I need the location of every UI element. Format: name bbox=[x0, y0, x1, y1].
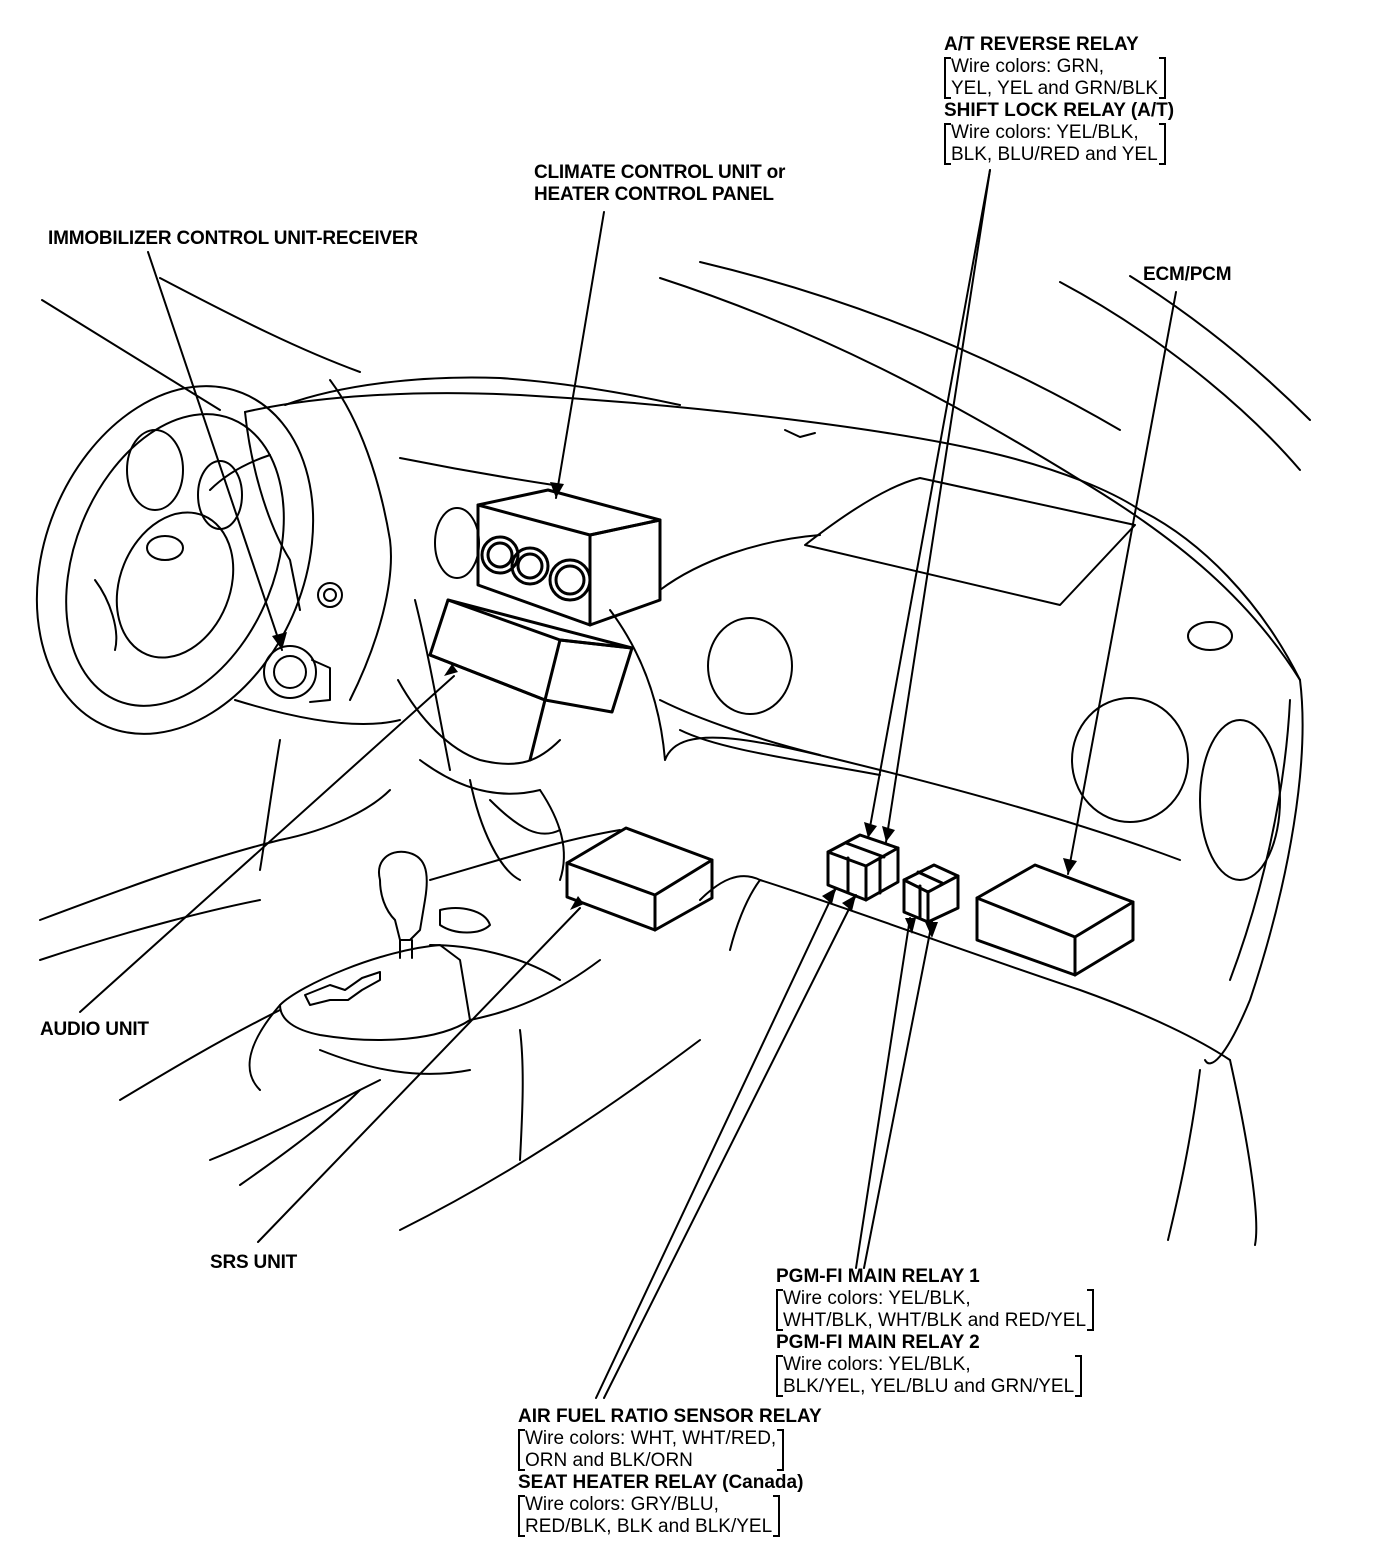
audio-unit-label: AUDIO UNIT bbox=[40, 1019, 149, 1040]
wire-line: Wire colors: YEL/BLK, bbox=[783, 1354, 971, 1375]
climate-label-line1: CLIMATE CONTROL UNIT or bbox=[534, 162, 786, 183]
pgm-fi-relay-callout: PGM-FI MAIN RELAY 1 Wire colors: YEL/BLK… bbox=[776, 1266, 1095, 1398]
air-fuel-relay-callout: AIR FUEL RATIO SENSOR RELAY Wire colors:… bbox=[518, 1406, 822, 1538]
immobilizer-label: IMMOBILIZER CONTROL UNIT-RECEIVER bbox=[48, 228, 418, 249]
wire-line: RED/BLK, BLK and BLK/YEL bbox=[525, 1516, 773, 1537]
leader-lines bbox=[41, 169, 1177, 1399]
dash-left bbox=[39, 379, 451, 961]
ecm-pcm-label: ECM/PCM bbox=[1143, 264, 1232, 285]
dashboard-top bbox=[244, 376, 1304, 1246]
wire-line: Wire colors: YEL/BLK, bbox=[783, 1288, 971, 1309]
arrowheads bbox=[272, 482, 1077, 938]
wire-line: YEL, YEL and GRN/BLK bbox=[951, 78, 1159, 99]
at-reverse-wire-colors: Wire colors: GRN, YEL, YEL and GRN/BLK bbox=[944, 56, 1167, 100]
pgm-fi-relay-1-title: PGM-FI MAIN RELAY 1 bbox=[776, 1266, 980, 1287]
windshield-lines bbox=[159, 261, 1311, 681]
at-reverse-relay-title: A/T REVERSE RELAY bbox=[944, 34, 1139, 55]
air-fuel-relay-title: AIR FUEL RATIO SENSOR RELAY bbox=[518, 1406, 822, 1427]
wire-line: Wire colors: GRN, bbox=[951, 56, 1105, 77]
ignition-switch bbox=[263, 582, 343, 703]
pgm-fi-relay-2-title: PGM-FI MAIN RELAY 2 bbox=[776, 1332, 980, 1353]
air-fuel-wire-colors: Wire colors: WHT, WHT/RED, ORN and BLK/O… bbox=[518, 1428, 785, 1472]
wire-line: Wire colors: YEL/BLK, bbox=[951, 122, 1139, 143]
climate-control-label: CLIMATE CONTROL UNIT or HEATER CONTROL P… bbox=[534, 162, 785, 206]
srs-unit-box bbox=[565, 826, 714, 932]
climate-label-line2: HEATER CONTROL PANEL bbox=[534, 184, 774, 205]
center-stack bbox=[397, 679, 565, 881]
air-vents bbox=[434, 507, 1281, 881]
shift-lever bbox=[119, 829, 701, 1231]
shift-lock-relay-title: SHIFT LOCK RELAY (A/T) bbox=[944, 100, 1175, 121]
shift-lock-wire-colors: Wire colors: YEL/BLK, BLK, BLU/RED and Y… bbox=[944, 122, 1166, 166]
ecm-pcm-box bbox=[975, 863, 1135, 977]
pgm-fi-relay-2-wire-colors: Wire colors: YEL/BLK, BLK/YEL, YEL/BLU a… bbox=[776, 1354, 1083, 1398]
srs-unit-label: SRS UNIT bbox=[210, 1252, 298, 1273]
wire-line: Wire colors: WHT, WHT/RED, bbox=[525, 1428, 777, 1449]
wire-line: ORN and BLK/ORN bbox=[525, 1450, 693, 1471]
seat-heater-wire-colors: Wire colors: GRY/BLU, RED/BLK, BLK and B… bbox=[518, 1494, 781, 1538]
wire-line: Wire colors: GRY/BLU, bbox=[525, 1494, 719, 1515]
audio-unit-box bbox=[428, 598, 634, 762]
pgm-fi-relay-1-wire-colors: Wire colors: YEL/BLK, WHT/BLK, WHT/BLK a… bbox=[776, 1288, 1095, 1332]
wire-line: WHT/BLK, WHT/BLK and RED/YEL bbox=[783, 1310, 1087, 1331]
climate-control-box bbox=[476, 488, 662, 627]
at-relay-callout: A/T REVERSE RELAY Wire colors: GRN, YEL,… bbox=[944, 34, 1174, 166]
seat-heater-relay-title: SEAT HEATER RELAY (Canada) bbox=[518, 1472, 804, 1493]
steering-wheel bbox=[35, 385, 315, 735]
lower-dash-edge bbox=[699, 875, 1231, 1061]
relay-boxes bbox=[826, 833, 960, 924]
wire-line: BLK, BLU/RED and YEL bbox=[951, 144, 1158, 165]
wire-line: BLK/YEL, YEL/BLU and GRN/YEL bbox=[783, 1376, 1075, 1397]
